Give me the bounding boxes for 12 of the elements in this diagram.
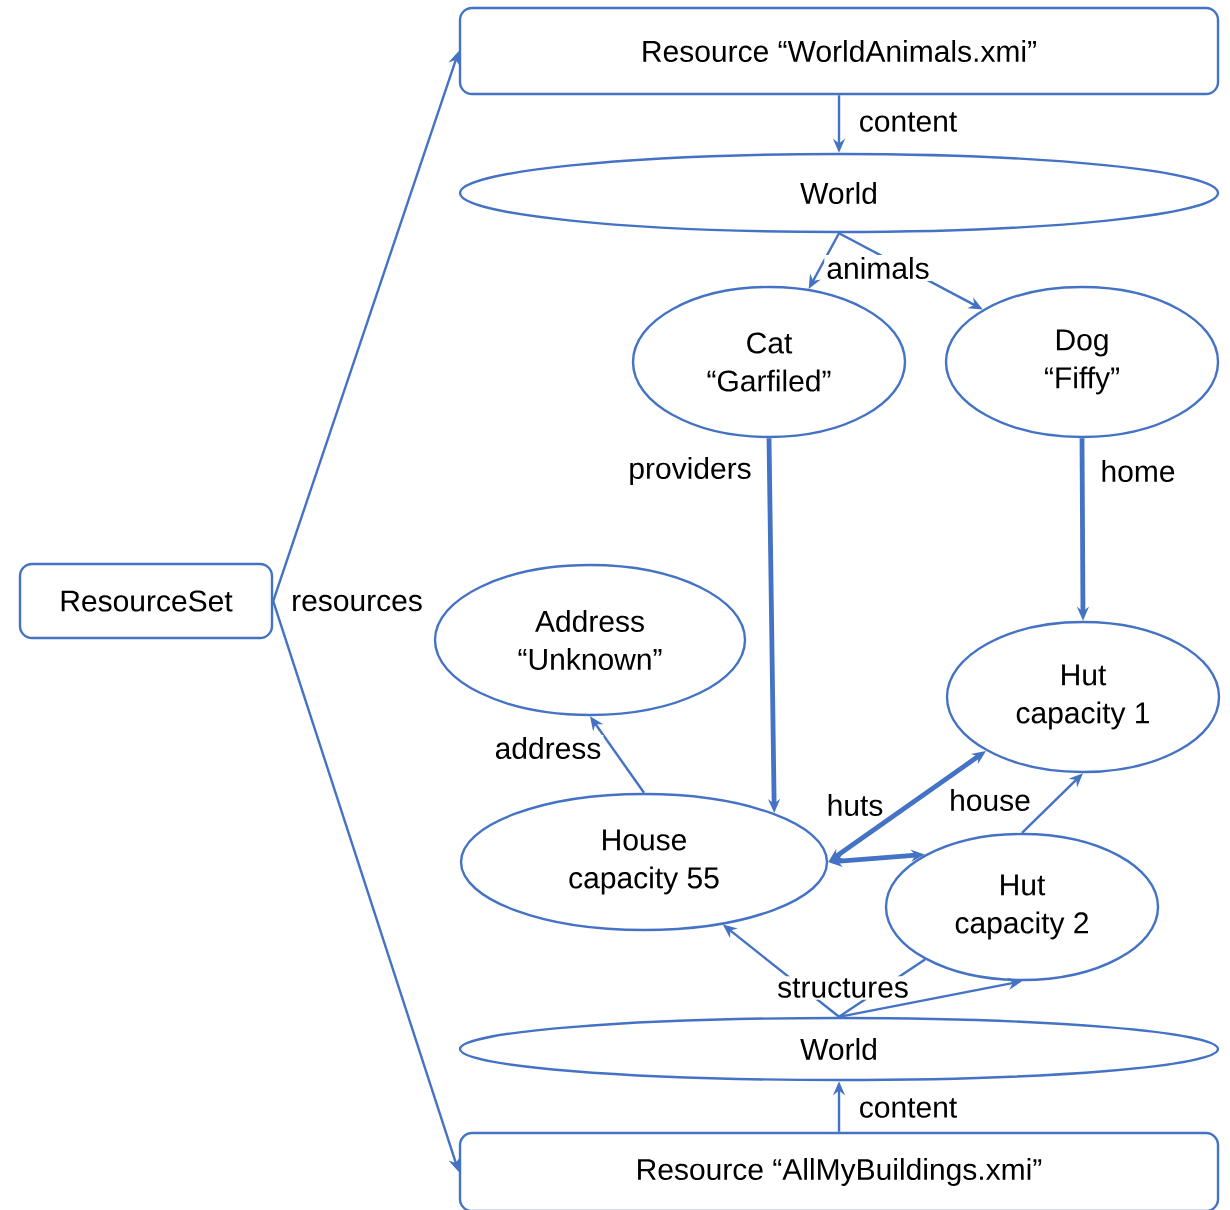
edge-label: animals bbox=[824, 255, 932, 281]
edge-label: content bbox=[856, 1096, 960, 1120]
edge-label: structures bbox=[775, 976, 911, 1000]
resource-box: ResourceSet bbox=[18, 562, 274, 640]
edge-label: house bbox=[947, 787, 1033, 814]
resource-box: Resource “WorldAnimals.xmi” bbox=[458, 6, 1220, 96]
edge-label: address bbox=[492, 735, 604, 761]
edge-label: resources bbox=[289, 592, 425, 614]
edge-label: providers bbox=[626, 455, 754, 487]
resource-box: Resource “AllMyBuildings.xmi” bbox=[458, 1131, 1220, 1210]
edge-label: home bbox=[1098, 458, 1178, 484]
edge-label: content bbox=[856, 110, 960, 134]
